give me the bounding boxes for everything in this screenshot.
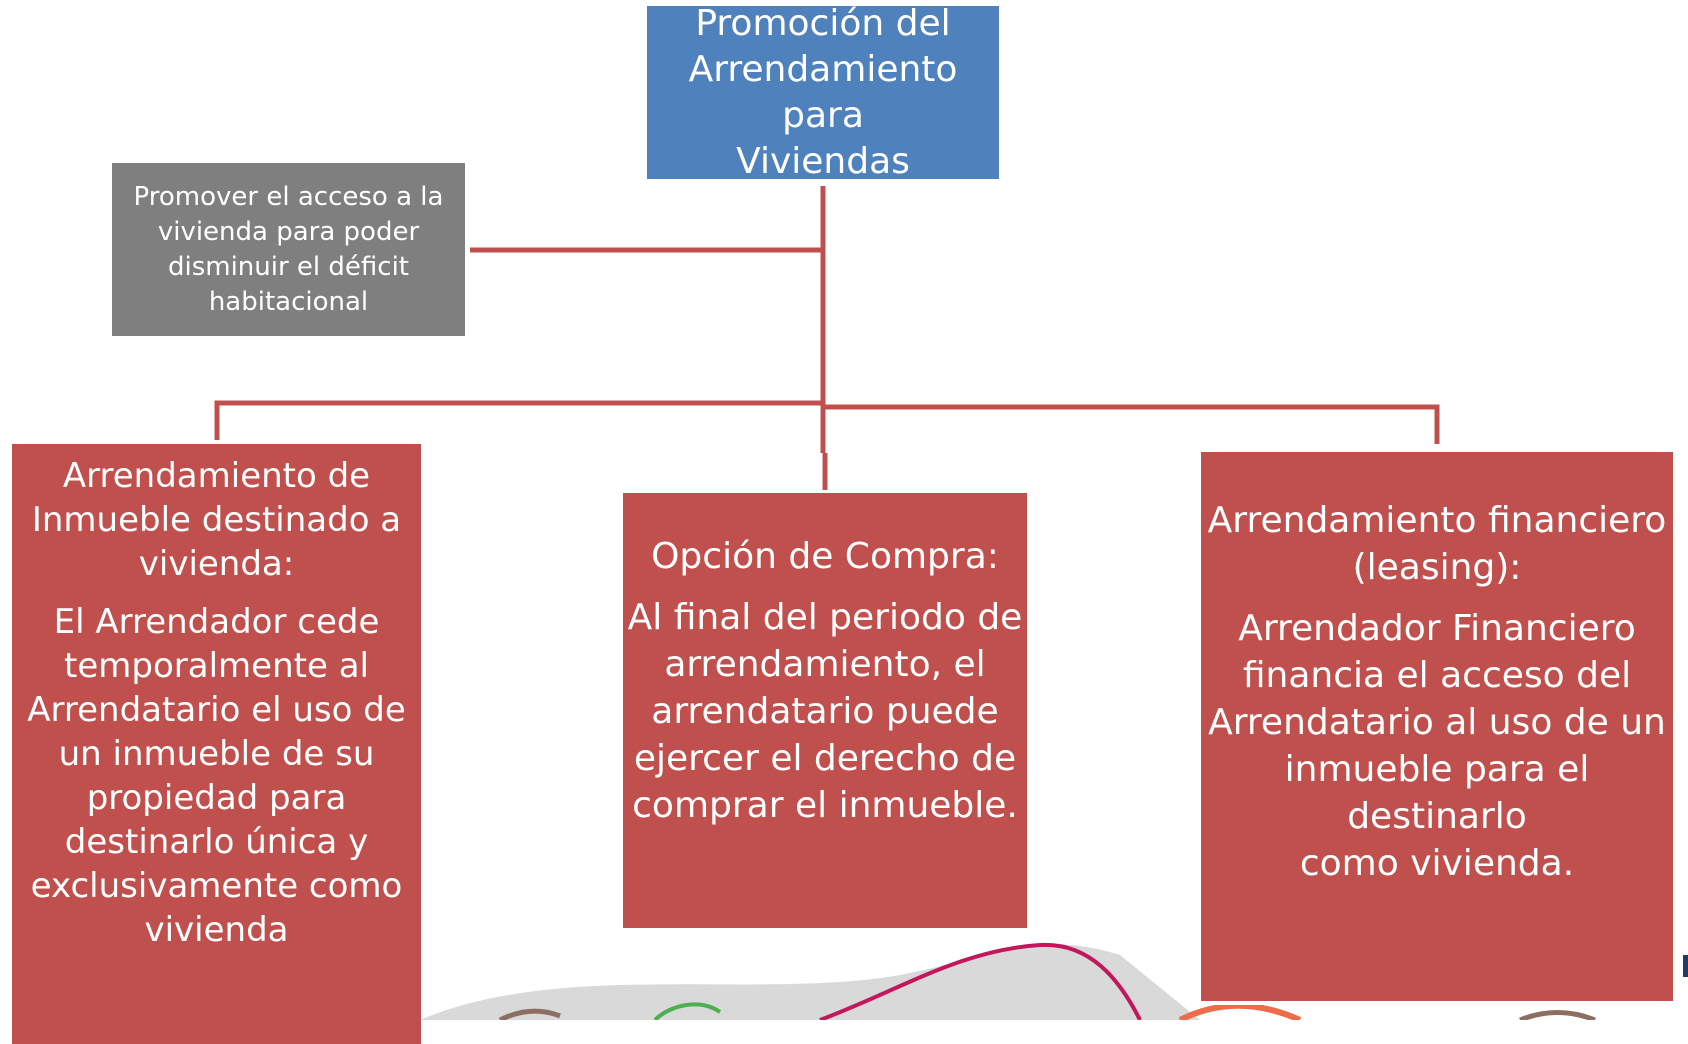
option-body-line: temporalmente al bbox=[64, 646, 369, 686]
edge-dark-accent bbox=[1683, 955, 1688, 977]
decorative-swoosh-background bbox=[420, 942, 1688, 1020]
option-body-line: Al final del periodo de bbox=[627, 596, 1023, 638]
option-title-line: Arrendamiento financiero bbox=[1207, 499, 1667, 541]
option-body-line: exclusivamente como bbox=[30, 866, 403, 906]
option-title-line: Arrendamiento de bbox=[62, 456, 371, 496]
left-branch-line bbox=[214, 400, 823, 440]
option-body-line: El Arrendador cede bbox=[53, 602, 380, 642]
root-title-line: Promoción del bbox=[695, 2, 951, 44]
option-node-arrendamiento-inmueble: Arrendamiento de Inmueble destinado a vi… bbox=[12, 444, 421, 1044]
option-title-line: Inmueble destinado a bbox=[31, 500, 402, 540]
option-body: Arrendador Financiero financia el acceso… bbox=[1201, 605, 1673, 887]
option-body-line: arrendatario puede bbox=[651, 690, 999, 732]
option-title: Arrendamiento financiero (leasing): bbox=[1208, 497, 1667, 591]
option-node-arrendamiento-financiero: Arrendamiento financiero (leasing): Arre… bbox=[1197, 448, 1677, 1005]
option-title-line: (leasing): bbox=[1352, 546, 1522, 588]
swoosh-brown-curve bbox=[498, 1008, 561, 1020]
option-body-line: destinarlo única y bbox=[64, 822, 369, 862]
option-node-opcion-compra: Opción de Compra: Al final del periodo d… bbox=[623, 493, 1027, 928]
option-title-line: vivienda: bbox=[138, 544, 295, 584]
swoosh-brown-curve-right bbox=[1519, 1010, 1596, 1020]
option-body-line: financia el acceso del bbox=[1242, 654, 1632, 696]
option-body-line: Arrendador Financiero bbox=[1238, 607, 1636, 649]
option-body-line: Arrendatario al uso de un bbox=[1208, 701, 1666, 743]
root-title-line: Arrendamiento para bbox=[688, 48, 958, 136]
root-node: Promoción del Arrendamiento para Viviend… bbox=[647, 3, 999, 182]
goal-text-line: vivienda para poder bbox=[157, 216, 420, 247]
root-title-line: Viviendas bbox=[736, 140, 910, 182]
swoosh-magenta-curve bbox=[819, 942, 1142, 1020]
swoosh-orange-curve bbox=[1178, 1002, 1302, 1020]
connector-lines bbox=[214, 186, 1440, 490]
option-title: Arrendamiento de Inmueble destinado a vi… bbox=[32, 454, 401, 586]
option-title: Opción de Compra: bbox=[651, 533, 999, 580]
option-body: Al final del periodo de arrendamiento, e… bbox=[628, 594, 1023, 829]
option-body-line: propiedad para bbox=[86, 778, 347, 818]
option-body-line: ejercer el derecho de bbox=[633, 737, 1017, 779]
goal-text-line: disminuir el déficit bbox=[167, 251, 410, 282]
goal-node: Promover el acceso a la vivienda para po… bbox=[112, 163, 465, 336]
option-body-line: inmueble para el destinarlo bbox=[1284, 748, 1590, 837]
option-body-line: comprar el inmueble. bbox=[632, 784, 1018, 826]
option-body-line: un inmueble de su bbox=[58, 734, 375, 774]
option-body-line: Arrendatario el uso de bbox=[27, 690, 406, 730]
right-branch-line bbox=[823, 404, 1440, 444]
goal-text-line: Promover el acceso a la bbox=[133, 181, 444, 212]
option-body-line: vivienda bbox=[144, 910, 289, 950]
option-body: El Arrendador cede temporalmente al Arre… bbox=[27, 600, 406, 952]
swoosh-green-curve bbox=[653, 1002, 722, 1020]
swoosh-gray-shape bbox=[420, 944, 1200, 1020]
option-body-line: arrendamiento, el bbox=[664, 643, 986, 685]
goal-text-line: habitacional bbox=[208, 286, 369, 317]
option-body-line: como vivienda. bbox=[1299, 842, 1575, 884]
option-title-line: Opción de Compra: bbox=[651, 535, 999, 577]
